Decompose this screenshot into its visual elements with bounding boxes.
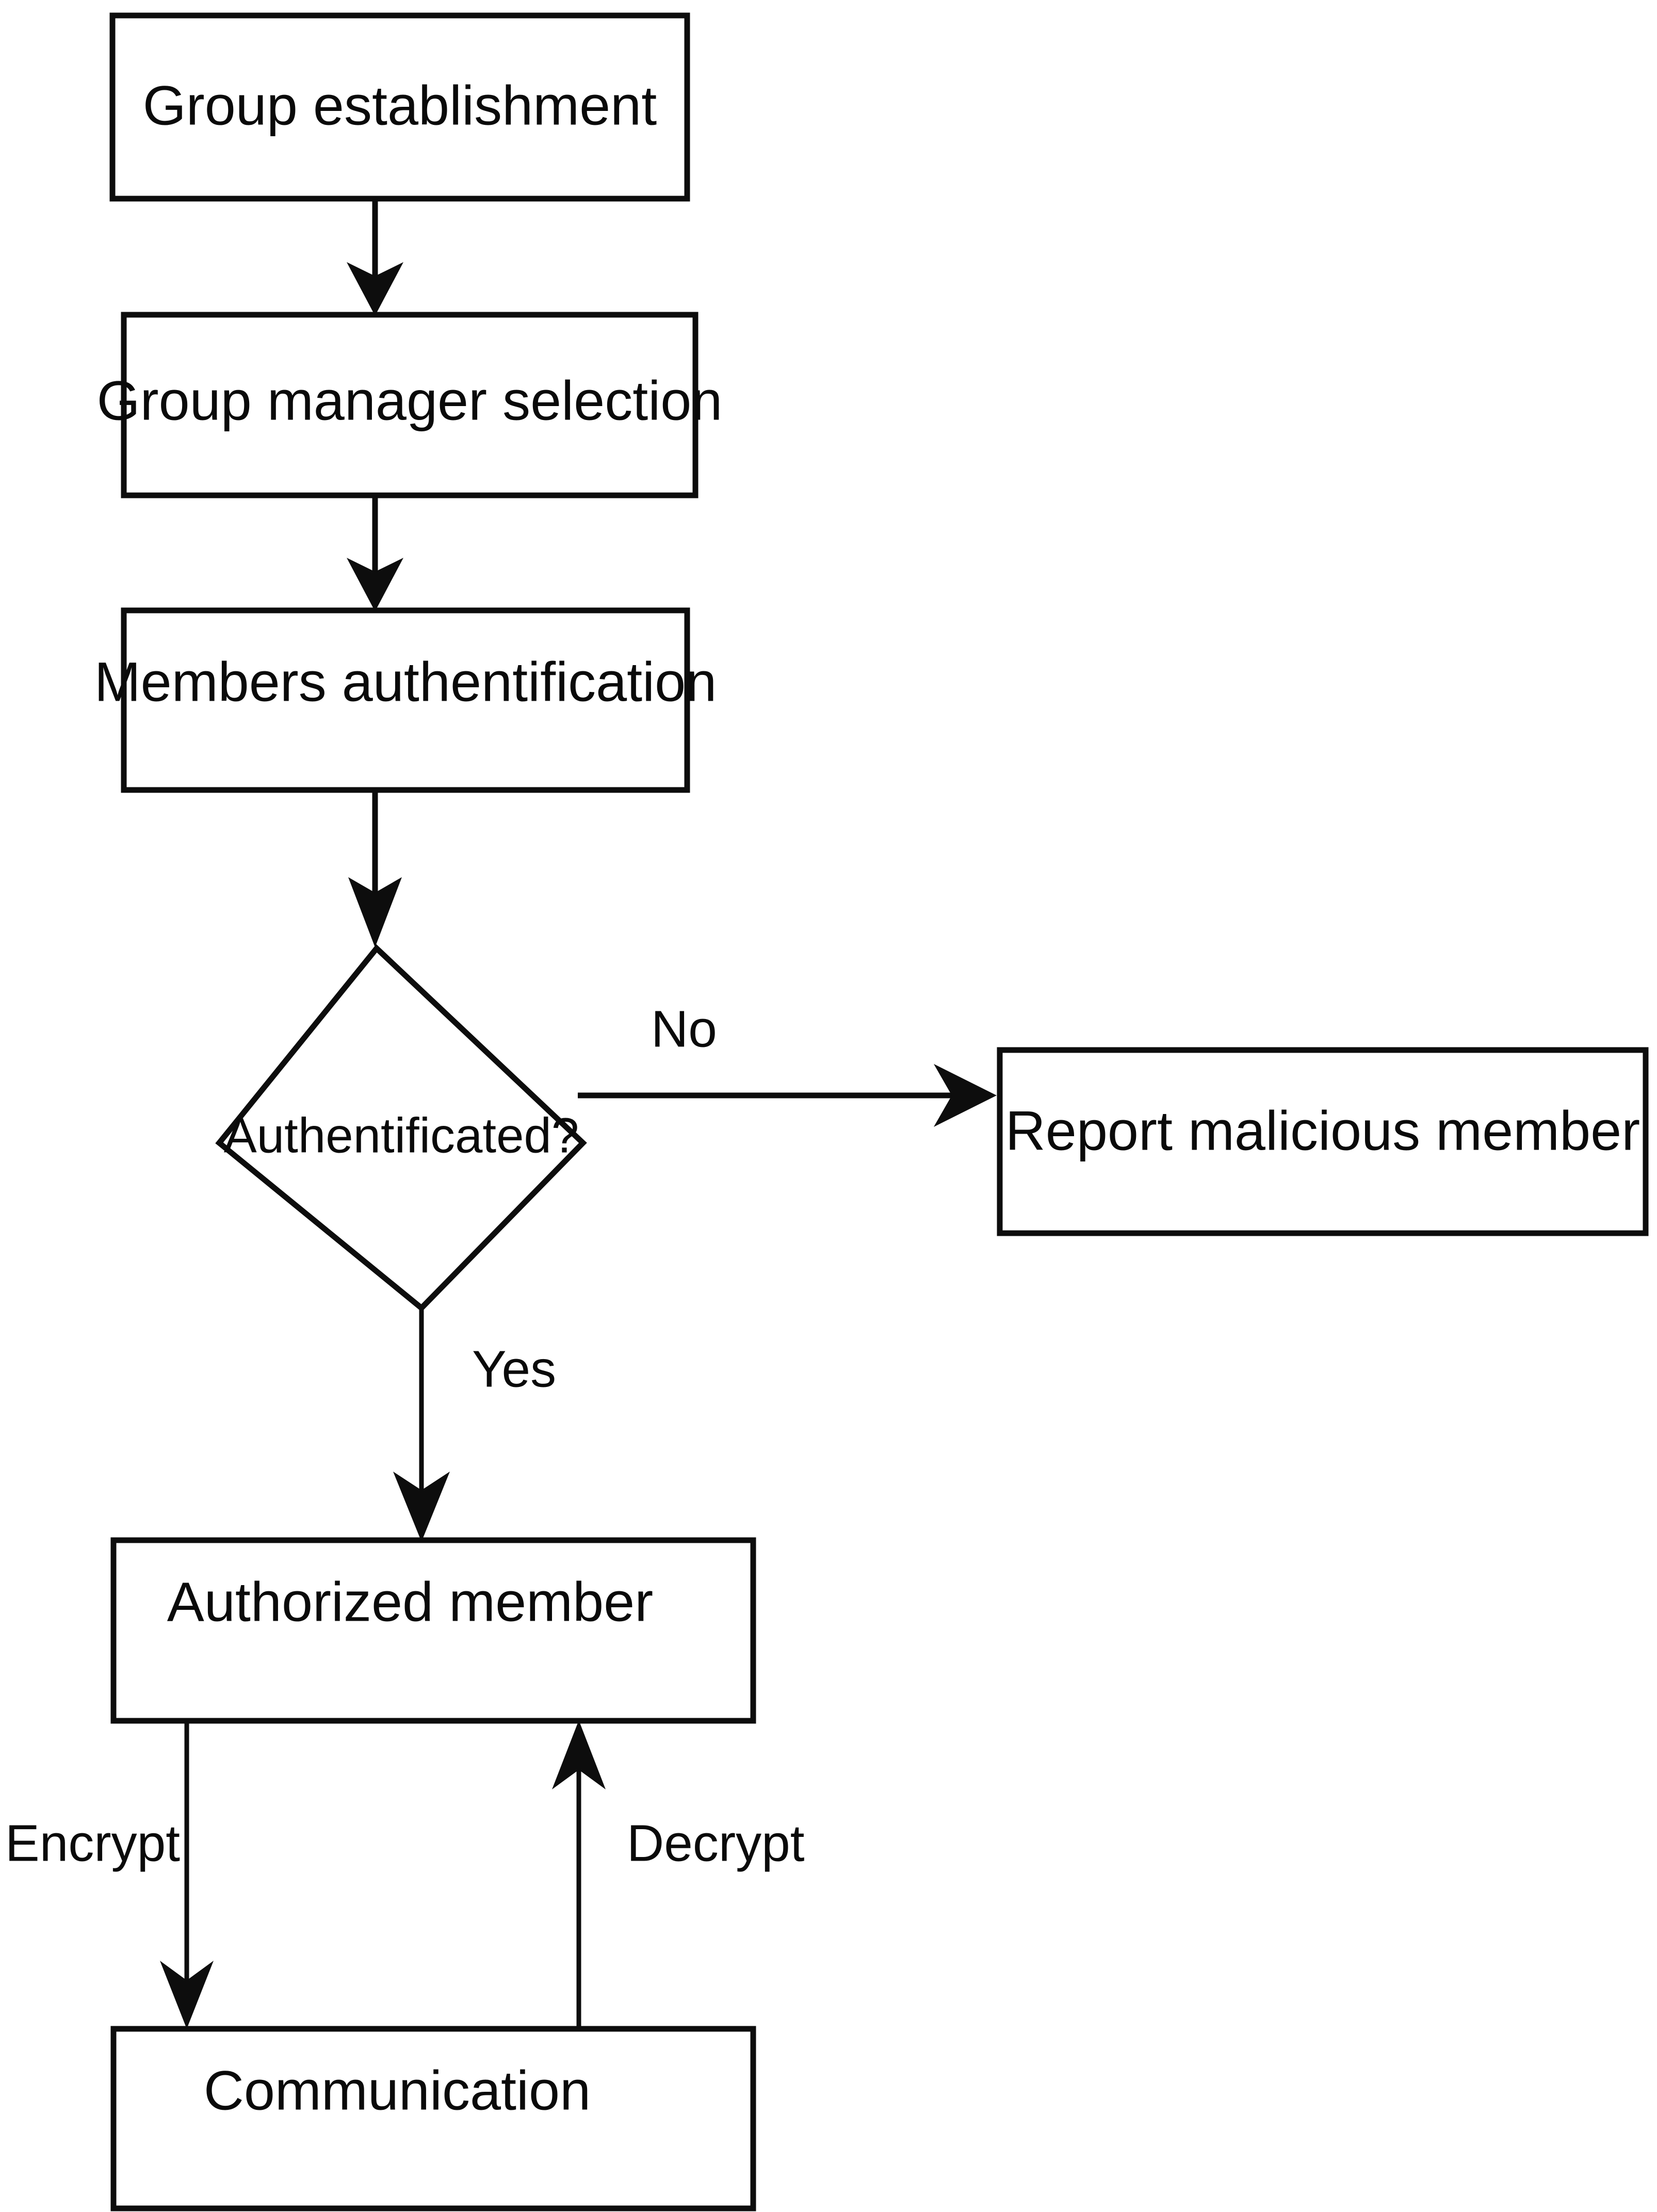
node-label: Authorized member bbox=[167, 1571, 653, 1633]
arrow-head-right bbox=[934, 1064, 997, 1127]
node-group-manager-selection[interactable]: Group manager selection bbox=[97, 312, 723, 498]
edge-decision-to-authorized bbox=[393, 1308, 450, 1542]
node-box bbox=[110, 1537, 756, 1724]
node-box bbox=[109, 12, 690, 202]
node-authorized-member[interactable]: Authorized member bbox=[110, 1537, 756, 1724]
arrow-head-up bbox=[552, 1720, 606, 1789]
node-box bbox=[121, 607, 690, 793]
edge-manager-to-members bbox=[347, 495, 403, 611]
edge-decision-to-report bbox=[578, 1064, 997, 1127]
node-group-establishment[interactable]: Group establishment bbox=[109, 12, 690, 202]
node-box bbox=[110, 2026, 756, 2211]
node-communication[interactable]: Communication bbox=[110, 2026, 756, 2211]
edge-label-yes: Yes bbox=[472, 1340, 556, 1398]
edge-communication-to-authorized bbox=[552, 1720, 606, 2028]
arrow-head-down bbox=[393, 1472, 450, 1542]
edge-label-no: No bbox=[651, 1000, 717, 1058]
edge-authorized-to-communication bbox=[160, 1721, 214, 2029]
node-members-authentification[interactable]: Members authentification bbox=[94, 607, 717, 793]
edge-members-to-decision bbox=[348, 790, 402, 947]
decision-label: Authentificated? bbox=[224, 1108, 579, 1163]
node-label: Members authentification bbox=[94, 651, 717, 713]
arrow-head-down bbox=[160, 1961, 214, 2029]
node-box bbox=[121, 312, 698, 498]
edge-label-encrypt: Encrypt bbox=[5, 1814, 180, 1872]
node-authentificated-decision[interactable]: Authentificated? bbox=[215, 944, 587, 1312]
node-label: Group establishment bbox=[143, 74, 657, 137]
node-label: Communication bbox=[204, 2059, 591, 2122]
node-label: Report malicious member bbox=[1005, 1100, 1640, 1162]
edge-label-decrypt: Decrypt bbox=[627, 1814, 805, 1872]
arrow-head-down bbox=[347, 558, 403, 611]
node-box bbox=[997, 1047, 1649, 1236]
arrow-head-down bbox=[348, 877, 402, 947]
edge-establishment-to-manager bbox=[347, 199, 403, 316]
arrow-head-down bbox=[347, 262, 403, 316]
node-report-malicious-member[interactable]: Report malicious member bbox=[997, 1047, 1649, 1236]
node-label: Group manager selection bbox=[97, 369, 723, 432]
